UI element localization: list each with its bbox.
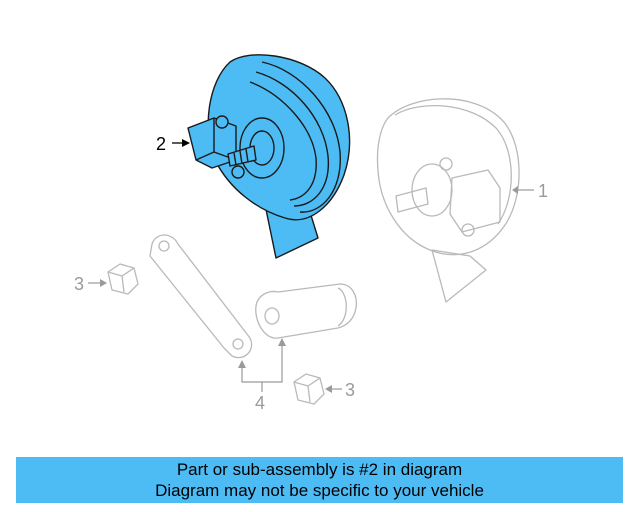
callout-3-lower-label: 3 [345, 380, 355, 400]
horn-1-rim [394, 105, 512, 225]
callout-4-arrow-right [278, 338, 286, 346]
spacer-sleeve-part-4[interactable] [255, 283, 358, 339]
callout-4-leader [241, 344, 283, 392]
info-banner: Part or sub-assembly is #2 in diagram Di… [16, 457, 623, 503]
horn-1-bell-body [376, 98, 520, 256]
hex-nut-part-3-lower[interactable] [293, 373, 325, 405]
parts-diagram: 2 1 4 3 [74, 54, 548, 413]
horn-part-2-highlighted[interactable] [187, 54, 351, 259]
horn-1-mount-bracket [431, 249, 487, 303]
callout-4-label: 4 [255, 393, 265, 413]
callout-3-upper-arrow [100, 279, 107, 287]
horn-1-connector [449, 169, 501, 233]
horn-1-center-dome [411, 163, 453, 217]
callout-3-lower-arrow [325, 385, 332, 393]
callout-4-arrow-left [238, 360, 246, 368]
horn-2-rim-outer [261, 61, 341, 213]
horn-1-stud [395, 187, 429, 213]
banner-line-part-number: Part or sub-assembly is #2 in diagram [176, 460, 463, 479]
horn-2-mount-tab-bottom [231, 165, 245, 179]
callout-1-arrow [512, 186, 518, 194]
bracket-strap-outline [149, 234, 253, 359]
callout-1-label: 1 [538, 181, 548, 201]
spacer-sleeve-body [255, 283, 358, 339]
horn-2-mount-tab-top [215, 115, 229, 129]
banner-line-disclaimer: Diagram may not be specific to your vehi… [155, 481, 484, 500]
callout-2-label: 2 [156, 134, 166, 154]
bracket-strap-part-4[interactable] [149, 234, 253, 359]
callout-2-arrow [182, 139, 190, 147]
horn-2-rim-inner2 [249, 81, 317, 201]
callout-3-upper-label: 3 [74, 274, 84, 294]
horn-2-rim-inner [255, 71, 329, 207]
horn-part-1-ghost[interactable] [376, 98, 520, 303]
hex-nut-part-3-upper[interactable] [107, 263, 139, 295]
